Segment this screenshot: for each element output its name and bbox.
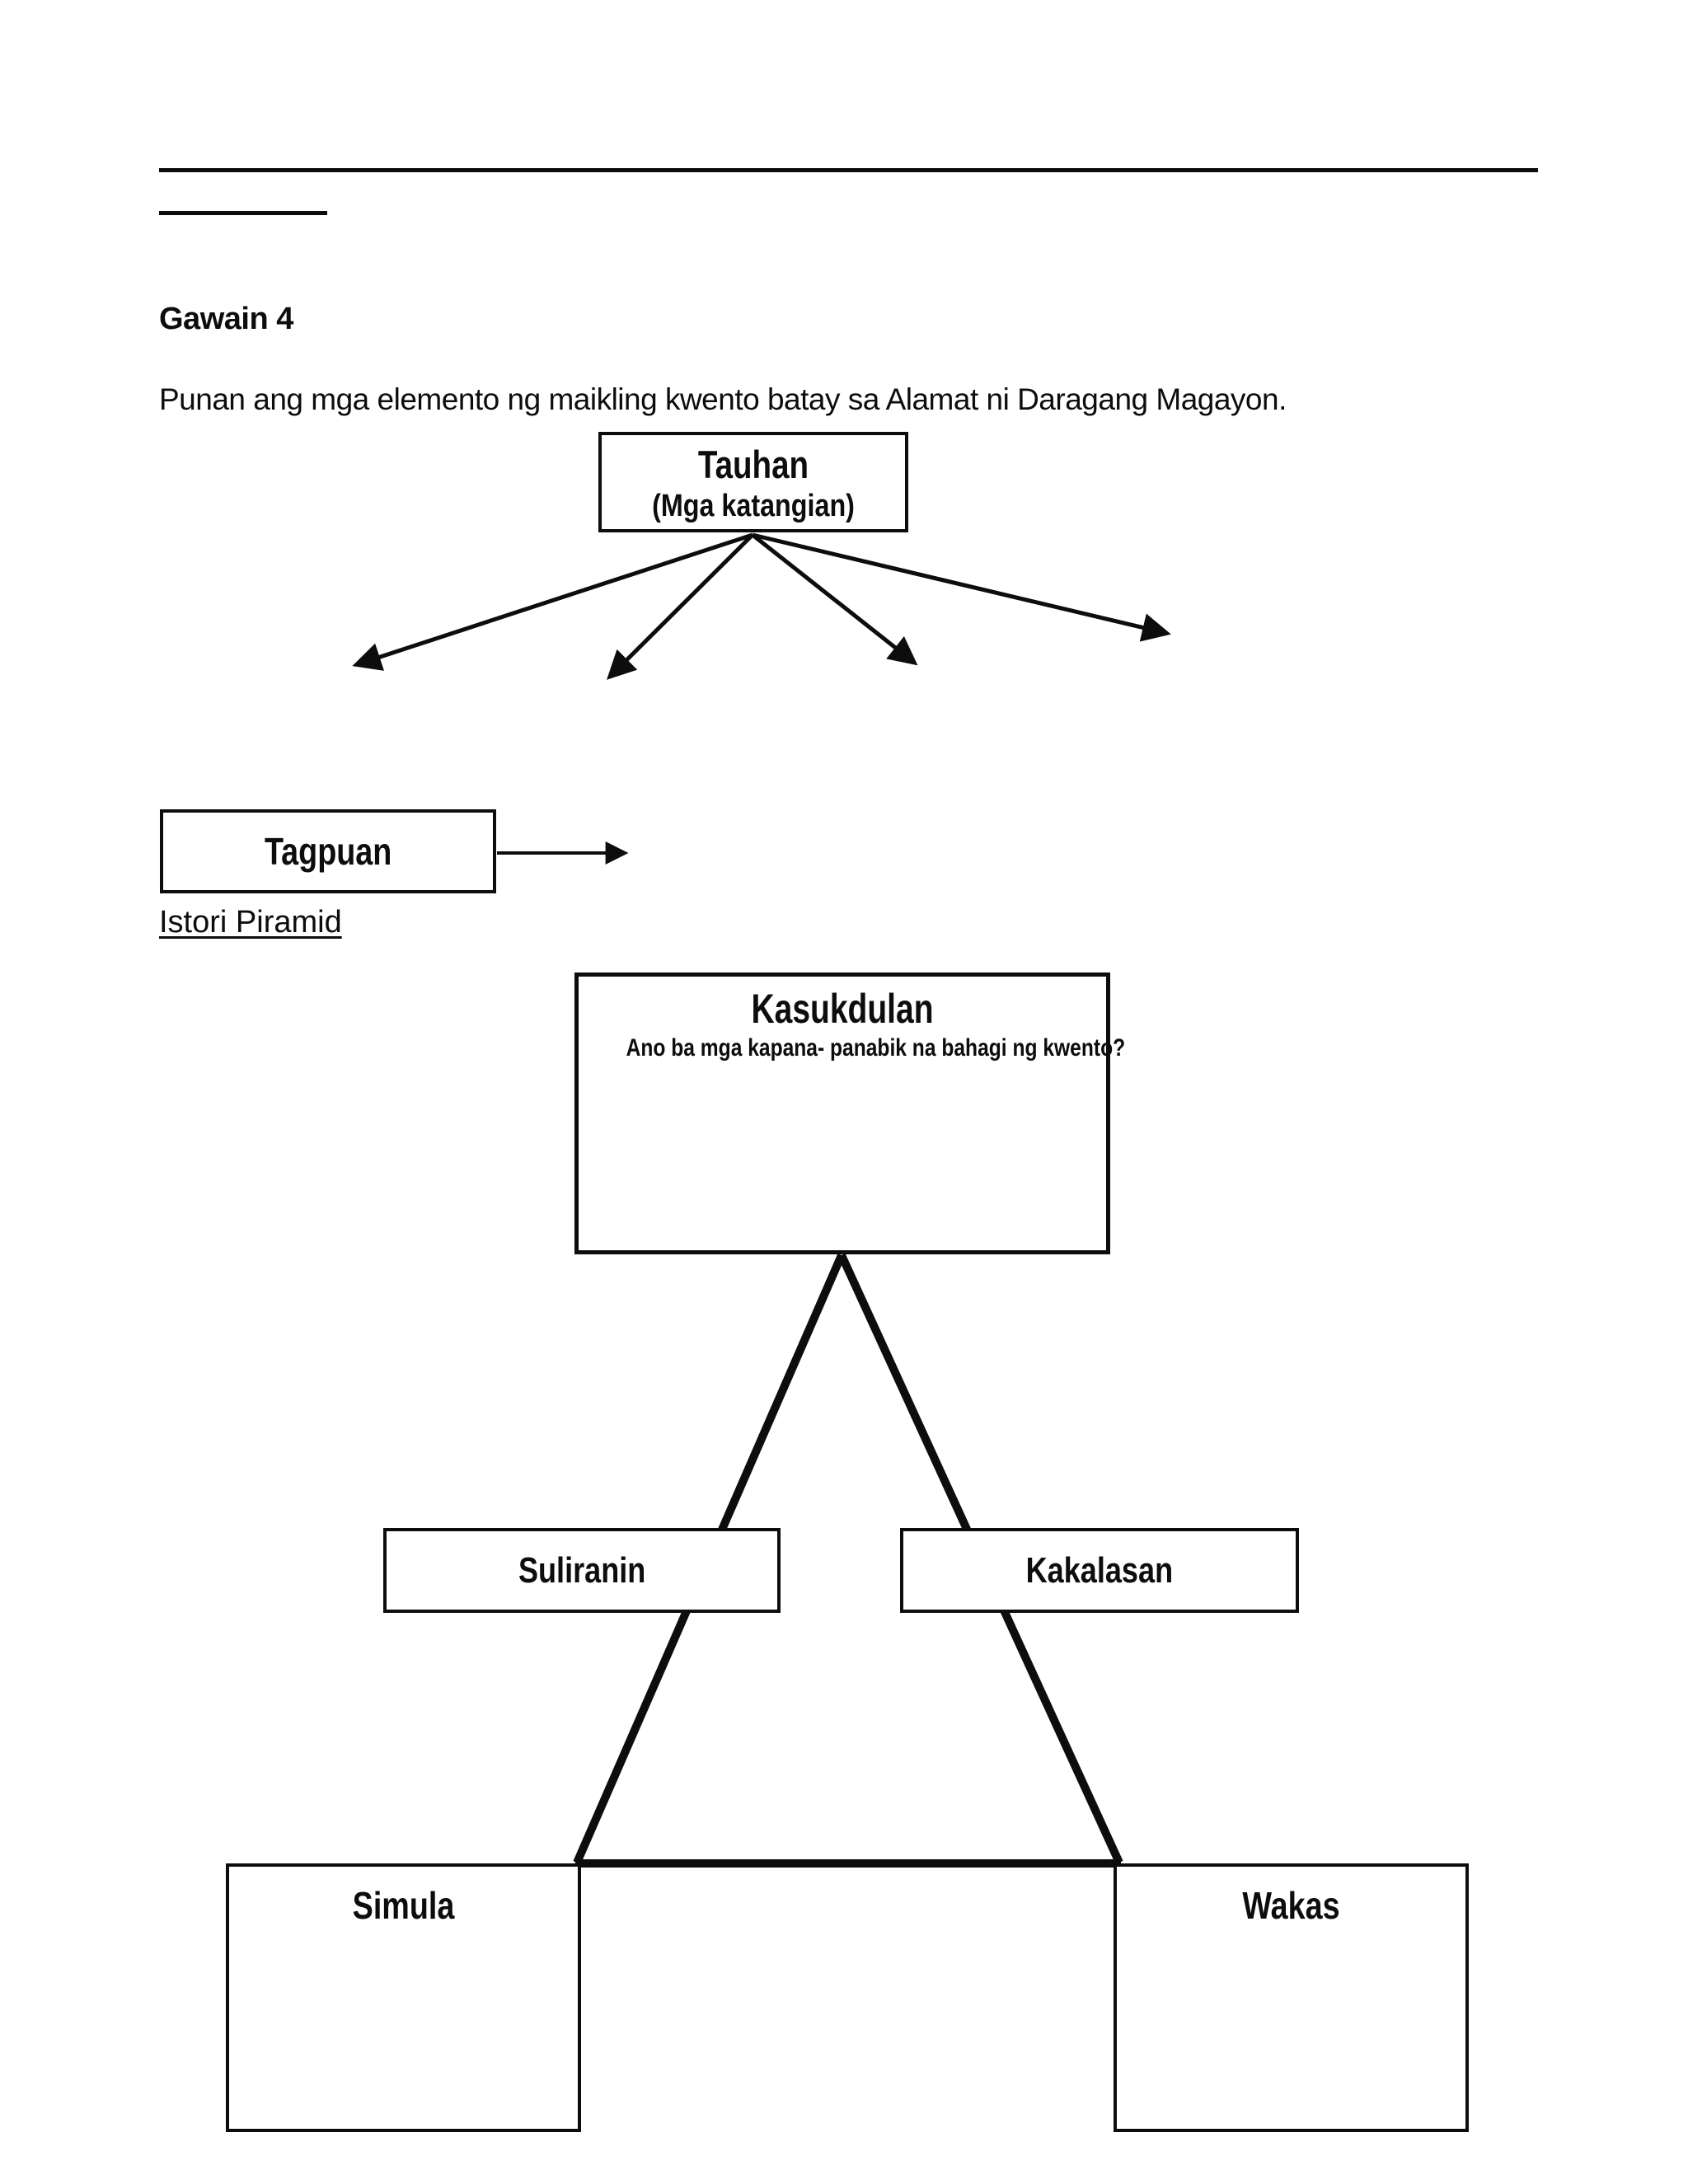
kasukdulan-title: Kasukdulan: [751, 986, 934, 1032]
wakas-box: Wakas: [1114, 1863, 1469, 2132]
kakalasan-box: Kakalasan: [900, 1528, 1299, 1613]
suliranin-box: Suliranin: [383, 1528, 781, 1613]
tauhan-arrow-4: [752, 532, 1171, 642]
simula-title: Simula: [352, 1884, 455, 1927]
simula-box: Simula: [226, 1863, 581, 2132]
tauhan-arrow-1: [352, 532, 753, 671]
kasukdulan-box: Kasukdulan Ano ba mga kapana- panabik na…: [574, 972, 1126, 1254]
tauhan-box: Tauhan (Mga katangian): [598, 432, 908, 532]
kakalasan-title: Kakalasan: [1025, 1549, 1174, 1591]
activity-instruction: Punan ang mga elemento ng maikling kwent…: [159, 382, 1287, 416]
suliranin-title: Suliranin: [518, 1549, 646, 1591]
tauhan-title: Tauhan: [697, 443, 809, 486]
fill-in-line-1: [159, 168, 1538, 172]
kasukdulan-question: Ano ba mga kapana- panabik na bahagi ng …: [626, 1034, 1126, 1062]
tauhan-subtitle: (Mga katangian): [652, 489, 855, 523]
wakas-title: Wakas: [1242, 1884, 1340, 1927]
activity-heading: Gawain 4: [159, 302, 293, 336]
tagpuan-box: Tagpuan: [160, 809, 496, 893]
story-pyramid-label: Istori Piramid: [159, 905, 342, 940]
fill-in-line-2: [159, 211, 327, 215]
tauhan-arrow-2: [607, 533, 754, 680]
tagpuan-title: Tagpuan: [264, 830, 392, 873]
tauhan-arrow-3: [751, 533, 918, 666]
